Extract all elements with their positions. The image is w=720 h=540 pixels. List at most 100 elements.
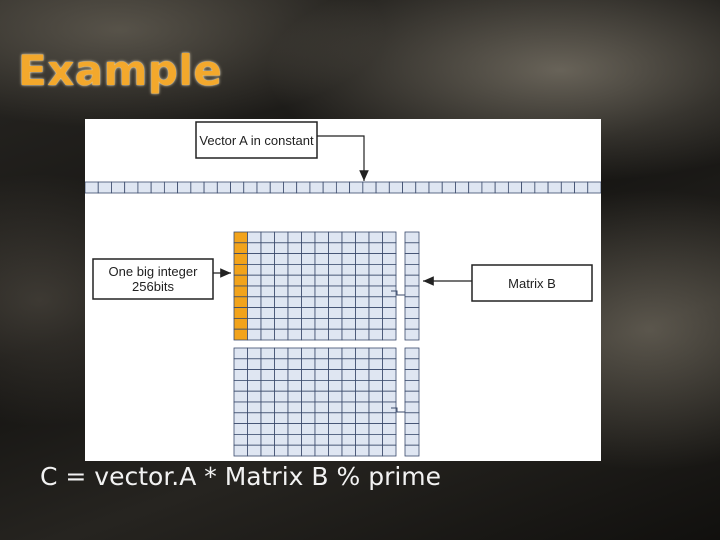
vector-cell [150,181,165,194]
vector-cell [362,181,377,194]
matrix-cell [247,231,262,244]
matrix-cell [287,369,302,381]
matrix-label: Matrix B [508,275,556,291]
vector-cell [481,181,496,194]
matrix-cell [287,242,302,255]
matrix-cell [314,263,329,276]
connector-lower [391,407,405,413]
matrix-cell [355,369,370,381]
column-cell [404,296,420,309]
matrix-cell [314,328,329,341]
matrix-cell [287,317,302,330]
vector-cell [402,181,417,194]
matrix-cell [274,285,289,298]
matrix-cell [233,390,248,403]
matrix-cell [328,274,343,287]
matrix-cell [328,412,343,424]
matrix-cell [233,369,248,381]
matrix-cell [328,328,343,341]
matrix-cell [247,401,262,414]
column-cell [404,307,420,319]
vector-cell [388,181,403,194]
vector-cell [547,181,562,194]
matrix-cell [341,401,356,414]
column-cell [404,242,420,255]
matrix-cell [247,296,262,309]
integer-cell [233,242,248,255]
matrix-cell [247,412,262,424]
matrix-cell [382,328,397,341]
matrix-cell [355,328,370,341]
matrix-cell [341,253,356,265]
matrix-cell [328,358,343,371]
matrix-cell [260,328,275,341]
matrix-cell [382,317,397,330]
integer-label: One big integer 256bits [108,264,198,294]
matrix-cell [287,274,302,287]
matrix-cell [368,285,383,298]
matrix-cell [301,412,316,424]
integer-cell [233,317,248,330]
matrix-cell [328,296,343,309]
matrix-cell [301,369,316,381]
vector-cell [230,181,245,194]
vector-arrow [317,135,369,181]
matrix-cell [382,274,397,287]
matrix-cell [260,317,275,330]
matrix-cell [355,379,370,392]
matrix-cell [328,390,343,403]
column-cell [404,328,420,341]
matrix-cell [247,433,262,446]
matrix-cell [287,390,302,403]
matrix-cell [355,242,370,255]
matrix-cell [287,285,302,298]
vector-cell [521,181,536,194]
vector-cell [534,181,549,194]
matrix-cell [314,317,329,330]
matrix-cell [233,401,248,414]
matrix-cell [382,369,397,381]
matrix-cell [287,296,302,309]
matrix-cell [301,347,316,360]
matrix-cell [301,253,316,265]
matrix-cell [368,307,383,319]
matrix-cell [301,285,316,298]
matrix-cell [314,369,329,381]
matrix-cell [314,358,329,371]
matrix-cell [355,296,370,309]
matrix-cell [274,317,289,330]
matrix-cell [274,253,289,265]
matrix-cell [247,358,262,371]
matrix-cell [341,423,356,435]
column-cell [404,369,420,381]
matrix-cell [301,328,316,341]
vector-cell [190,181,205,194]
matrix-cell [368,369,383,381]
matrix-cell [328,444,343,457]
matrix-cell [382,296,397,309]
matrix-cell [247,274,262,287]
matrix-cell [260,423,275,435]
matrix-cell [328,231,343,244]
matrix-cell [382,231,397,244]
matrix-cell [382,444,397,457]
vector-cell [269,181,284,194]
matrix-cell [260,401,275,414]
matrix-cell [247,423,262,435]
matrix-cell [260,296,275,309]
matrix-cell [301,231,316,244]
matrix-cell [341,347,356,360]
column-cell [404,274,420,287]
matrix-cell [260,433,275,446]
matrix-cell [287,328,302,341]
vector-cell [494,181,509,194]
matrix-cell [233,412,248,424]
matrix-cell [382,433,397,446]
matrix-cell [328,347,343,360]
column-cell [404,390,420,403]
matrix-cell [341,412,356,424]
matrix-cell [355,390,370,403]
matrix-cell [287,347,302,360]
matrix-cell [314,423,329,435]
matrix-cell [355,444,370,457]
